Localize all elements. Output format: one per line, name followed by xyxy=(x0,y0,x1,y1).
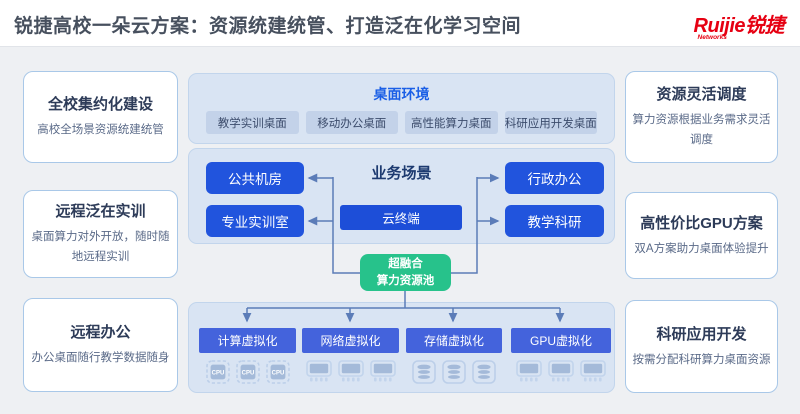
gpu-chip-icon xyxy=(516,360,542,382)
business-scenario-box: 业务场景 公共机房 专业实训室 行政办公 教学科研 云终端 xyxy=(188,148,615,244)
ruijie-logo: Ruijie锐捷 Networks xyxy=(693,9,785,41)
hyperconverged-pool: 超融合 算力资源池 xyxy=(360,254,451,291)
cpu-chip-icon: CPU xyxy=(235,360,260,384)
storage-disk-icon xyxy=(442,360,466,384)
gpu-chip-icon xyxy=(580,360,606,382)
desktop-type-research: 科研应用开发桌面 xyxy=(504,111,597,134)
node-teaching-research: 教学科研 xyxy=(505,205,604,237)
node-cloud-terminal: 云终端 xyxy=(340,205,462,230)
network-chip-icon xyxy=(337,360,364,382)
gpu-chip-icon xyxy=(548,360,574,382)
virtualization-box: 计算虚拟化 网络虚拟化 存储虚拟化 GPU虚拟化 CPU CPU CPU xyxy=(188,302,615,393)
cpu-chip-icon: CPU xyxy=(265,360,290,384)
compute-icon-row: CPU CPU CPU xyxy=(199,360,296,384)
node-public-computer-room: 公共机房 xyxy=(206,162,304,194)
panel-gpu-solution: 高性价比GPU方案 双A方案助力桌面体验提升 xyxy=(625,192,778,279)
panel-title: 远程办公 xyxy=(70,324,131,342)
panel-title: 高性价比GPU方案 xyxy=(640,214,763,232)
panel-title: 科研应用开发 xyxy=(656,325,747,343)
logo-subtext: Networks xyxy=(697,34,727,41)
panel-remote-training: 远程泛在实训 桌面算力对外开放，随时随地远程实训 xyxy=(23,190,178,278)
gpu-icon-row xyxy=(511,360,611,382)
node-professional-training-room: 专业实训室 xyxy=(206,205,304,237)
network-icon-row xyxy=(302,360,399,382)
desktop-environment-title: 桌面环境 xyxy=(373,86,430,102)
header-bar: 锐捷高校一朵云方案：资源统建统管、打造泛在化学习空间 Ruijie锐捷 Netw… xyxy=(0,0,800,47)
network-chip-icon xyxy=(305,360,332,382)
desktop-type-high-performance: 高性能算力桌面 xyxy=(405,111,498,134)
panel-campus-construction: 全校集约化建设 高校全场景资源统建统管 xyxy=(23,71,178,163)
panel-desc: 按需分配科研算力桌面资源 xyxy=(632,353,771,366)
svg-text:CPU: CPU xyxy=(241,370,254,376)
bar-compute-virtualization: 计算虚拟化 xyxy=(199,328,296,353)
pool-line2: 算力资源池 xyxy=(376,274,435,287)
panel-desc: 高校全场景资源统建统管 xyxy=(37,124,164,137)
storage-disk-icon xyxy=(472,360,496,384)
svg-text:CPU: CPU xyxy=(271,370,284,376)
bar-network-virtualization: 网络虚拟化 xyxy=(302,328,399,353)
desktop-type-teaching: 教学实训桌面 xyxy=(206,111,299,134)
panel-title: 资源灵活调度 xyxy=(656,86,747,104)
network-chip-icon xyxy=(369,360,396,382)
panel-title: 远程泛在实训 xyxy=(55,203,146,221)
panel-desc: 双A方案助力桌面体验提升 xyxy=(634,242,769,255)
panel-desc: 算力资源根据业务需求灵活调度 xyxy=(632,114,771,146)
desktop-type-row: 教学实训桌面 移动办公桌面 高性能算力桌面 科研应用开发桌面 xyxy=(206,111,597,134)
panel-resource-scheduling: 资源灵活调度 算力资源根据业务需求灵活调度 xyxy=(625,71,778,163)
bar-gpu-virtualization: GPU虚拟化 xyxy=(511,328,611,353)
storage-disk-icon xyxy=(412,360,436,384)
node-administrative-office: 行政办公 xyxy=(505,162,604,194)
desktop-type-mobile-office: 移动办公桌面 xyxy=(305,111,398,134)
svg-text:CPU: CPU xyxy=(211,370,224,376)
panel-desc: 桌面算力对外开放，随时随地远程实训 xyxy=(31,231,170,263)
logo-wordmark: Ruijie锐捷 xyxy=(693,15,785,37)
desktop-environment-box: 桌面环境 教学实训桌面 移动办公桌面 高性能算力桌面 科研应用开发桌面 xyxy=(188,73,615,144)
pool-line1: 超融合 xyxy=(388,258,423,271)
storage-icon-row xyxy=(406,360,502,384)
business-scenario-title: 业务场景 xyxy=(371,165,432,182)
bar-storage-virtualization: 存储虚拟化 xyxy=(406,328,502,353)
panel-remote-office: 远程办公 办公桌面随行教学数据随身 xyxy=(23,298,178,392)
panel-desc: 办公桌面随行教学数据随身 xyxy=(31,352,170,365)
cpu-chip-icon: CPU xyxy=(205,360,230,384)
panel-research-development: 科研应用开发 按需分配科研算力桌面资源 xyxy=(625,300,778,393)
page-title: 锐捷高校一朵云方案：资源统建统管、打造泛在化学习空间 xyxy=(14,16,522,37)
panel-title: 全校集约化建设 xyxy=(47,96,153,114)
